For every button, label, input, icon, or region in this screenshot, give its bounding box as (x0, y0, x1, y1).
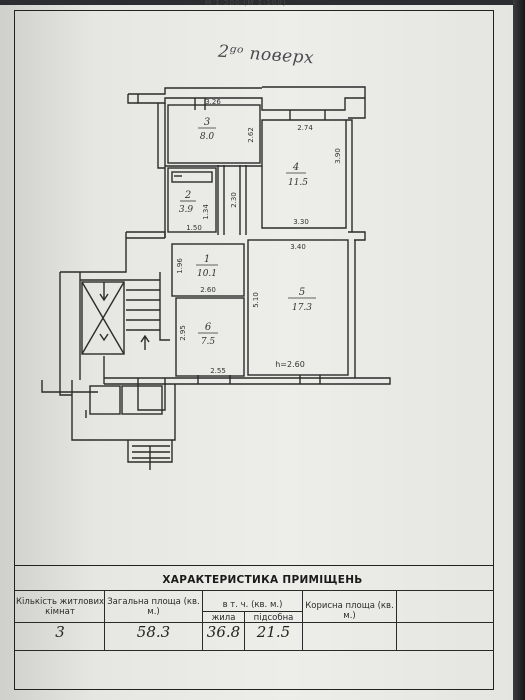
dim-3-26: 3.26 (205, 98, 221, 106)
room-1-area: 10.1 (197, 269, 217, 279)
value-rooms-count: 3 (55, 623, 65, 641)
header-including: в т. ч. (кв. м.) (222, 600, 283, 610)
table-line (15, 622, 494, 623)
room-4-number: 4 (292, 162, 299, 173)
dim-3-90: 3.90 (334, 148, 342, 164)
dim-1-50: 1.50 (186, 224, 202, 232)
characteristics-table (15, 565, 494, 681)
dim-2-95: 2.95 (179, 325, 187, 341)
header-rooms-count: Кількість житлових кімнат (16, 597, 105, 617)
room-4-area: 11.5 (288, 178, 308, 188)
photo-edge-top (0, 0, 525, 5)
header-useful-area: Корисна площа (кв. м.) (305, 601, 394, 621)
dim-ceiling-height: h=2.60 (275, 360, 305, 369)
table-line (202, 611, 302, 612)
value-utility-area: 21.5 (256, 623, 291, 641)
photo-edge-right (513, 0, 525, 700)
table-title: ХАРАКТЕРИСТИКА ПРИМІЩЕНЬ (162, 574, 363, 586)
dim-2-74: 2.74 (297, 124, 313, 132)
dim-2-55: 2.55 (210, 367, 226, 375)
dim-1-34: 1.34 (202, 204, 210, 220)
dim-5-10: 5.10 (252, 292, 260, 308)
dim-2-62: 2.62 (247, 127, 255, 143)
dim-2-30: 2.30 (230, 192, 238, 208)
table-line (104, 590, 105, 650)
dim-3-40: 3.40 (290, 243, 306, 251)
room-6-number: 6 (205, 322, 212, 333)
room-2-area: 3.9 (179, 205, 194, 215)
header-living: жила (211, 613, 236, 623)
dim-2-60: 2.60 (200, 286, 216, 294)
room-2-number: 2 (184, 190, 191, 201)
value-total-area: 58.3 (136, 623, 171, 641)
table-line (15, 650, 494, 651)
table-line (244, 611, 245, 650)
header-utility: підсобна (253, 613, 294, 623)
table-line (396, 590, 397, 650)
header-total-area: Загальна площа (кв. м.) (107, 597, 200, 617)
table-line (15, 590, 494, 591)
value-living-area: 36.8 (206, 623, 241, 641)
dim-3-30: 3.30 (293, 218, 309, 226)
table-line (302, 590, 303, 650)
room-1-number: 1 (204, 254, 210, 265)
drawing-frame (14, 10, 494, 690)
room-5-area: 17.3 (292, 303, 312, 313)
room-3-area: 8.0 (200, 132, 215, 142)
dim-1-96: 1.96 (176, 258, 184, 274)
table-line (202, 590, 203, 650)
room-6-area: 7.5 (201, 337, 216, 347)
scale-label: М 1:200 (М 1:100) (205, 0, 287, 7)
room-3-number: 3 (204, 117, 210, 128)
room-5-number: 5 (299, 287, 305, 298)
